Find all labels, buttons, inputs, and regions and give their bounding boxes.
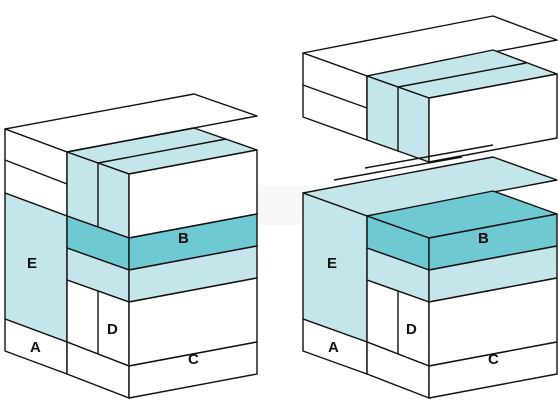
right-block-c-front — [428, 341, 558, 399]
right-top-slab — [302, 15, 558, 163]
left-block-c-front — [128, 341, 258, 399]
right-label-c: C — [488, 351, 499, 368]
right-label-e: E — [327, 255, 337, 272]
left-label-a: A — [30, 339, 41, 356]
left-label-e: E — [27, 255, 37, 272]
right-slab-front — [428, 73, 558, 163]
right-label-b: B — [478, 230, 489, 247]
left-cube — [4, 93, 258, 399]
right-cube — [302, 144, 558, 399]
right-label-d: D — [406, 321, 417, 338]
right-label-a: A — [328, 339, 339, 356]
left-label-b: B — [178, 230, 189, 247]
left-label-c: C — [188, 351, 199, 368]
left-label-d: D — [107, 321, 118, 338]
